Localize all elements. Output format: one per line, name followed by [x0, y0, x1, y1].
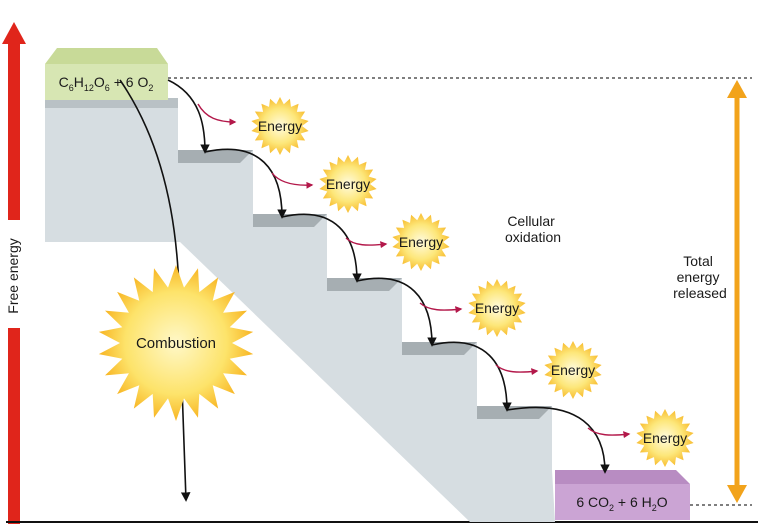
stair-tread-4	[402, 342, 477, 355]
reactant-block: C6H12O6 + 6 O2	[45, 48, 168, 100]
release-arrow-3	[345, 237, 388, 249]
total-label-line1: Total	[683, 253, 713, 269]
step-arrow-2	[204, 148, 287, 219]
step-arrow-5	[431, 341, 512, 412]
free-energy-axis: Free energy	[2, 22, 26, 524]
stair-tread-3	[327, 278, 402, 291]
step-arrow-4	[356, 277, 437, 347]
energy-burst-1: Energy	[251, 97, 309, 155]
energy-burst-label: Energy	[551, 362, 595, 378]
energy-burst-shape	[251, 97, 309, 155]
energy-burst-4: Energy	[468, 279, 526, 337]
total-arrow-bottom-head	[727, 485, 747, 503]
release-arrow-2	[271, 172, 314, 189]
product-block-front	[555, 484, 690, 520]
step-arrow-6	[506, 406, 610, 474]
energy-burst-shape	[544, 341, 602, 399]
total-energy-arrow	[727, 80, 747, 503]
combustion-label: Combustion	[136, 335, 216, 352]
step-arrow-3	[281, 213, 362, 283]
combustion-burst-shape	[98, 265, 254, 421]
combustion-burst: Combustion	[98, 265, 254, 421]
reactant-block-top	[45, 48, 168, 64]
axis-arrowhead	[2, 22, 26, 44]
step-arrow-1	[167, 79, 210, 154]
energy-burst-shape	[319, 155, 377, 213]
staircase	[45, 98, 555, 522]
energy-burst-6: Energy	[636, 409, 694, 467]
energy-burst-3: Energy	[392, 213, 450, 271]
energy-burst-shape	[636, 409, 694, 467]
release-arrow-5	[495, 364, 539, 376]
cellular-oxidation-label: Cellular oxidation	[505, 213, 561, 245]
reactant-block-front	[45, 64, 168, 100]
product-block: 6 CO2 + 6 H2O	[555, 470, 690, 520]
cellular-line2: oxidation	[505, 229, 561, 245]
total-energy-label: Total energy released	[673, 253, 727, 301]
stair-tread-1	[178, 150, 253, 163]
release-arrow-6	[587, 427, 631, 439]
axis-upper-bar	[8, 44, 20, 220]
total-label-line3: released	[673, 285, 727, 301]
stair-top-ledge	[45, 98, 178, 108]
step-arrows	[167, 79, 610, 474]
stair-tread-5	[477, 406, 552, 419]
energy-burst-label: Energy	[258, 118, 302, 134]
stair-tread-2	[253, 214, 327, 227]
axis-lower-bar	[8, 328, 20, 524]
energy-burst-shape	[468, 279, 526, 337]
energy-burst-label: Energy	[326, 176, 370, 192]
energy-burst-label: Energy	[399, 234, 443, 250]
energy-burst-2: Energy	[319, 155, 377, 213]
energy-burst-shape	[392, 213, 450, 271]
axis-label: Free energy	[5, 238, 21, 313]
release-arrow-4	[419, 302, 463, 314]
energy-burst-label: Energy	[643, 430, 687, 446]
product-formula: 6 CO2 + 6 H2O	[576, 494, 667, 513]
total-label-line2: energy	[677, 269, 720, 285]
reactant-formula: C6H12O6 + 6 O2	[59, 74, 154, 93]
stair-body	[45, 104, 555, 522]
energy-burst-label: Energy	[475, 300, 519, 316]
cellular-line1: Cellular	[507, 213, 555, 229]
release-arrow-1	[197, 103, 237, 126]
energy-burst-5: Energy	[544, 341, 602, 399]
product-block-top	[555, 470, 690, 484]
total-arrow-top-head	[727, 80, 747, 98]
release-arrows	[197, 103, 631, 439]
